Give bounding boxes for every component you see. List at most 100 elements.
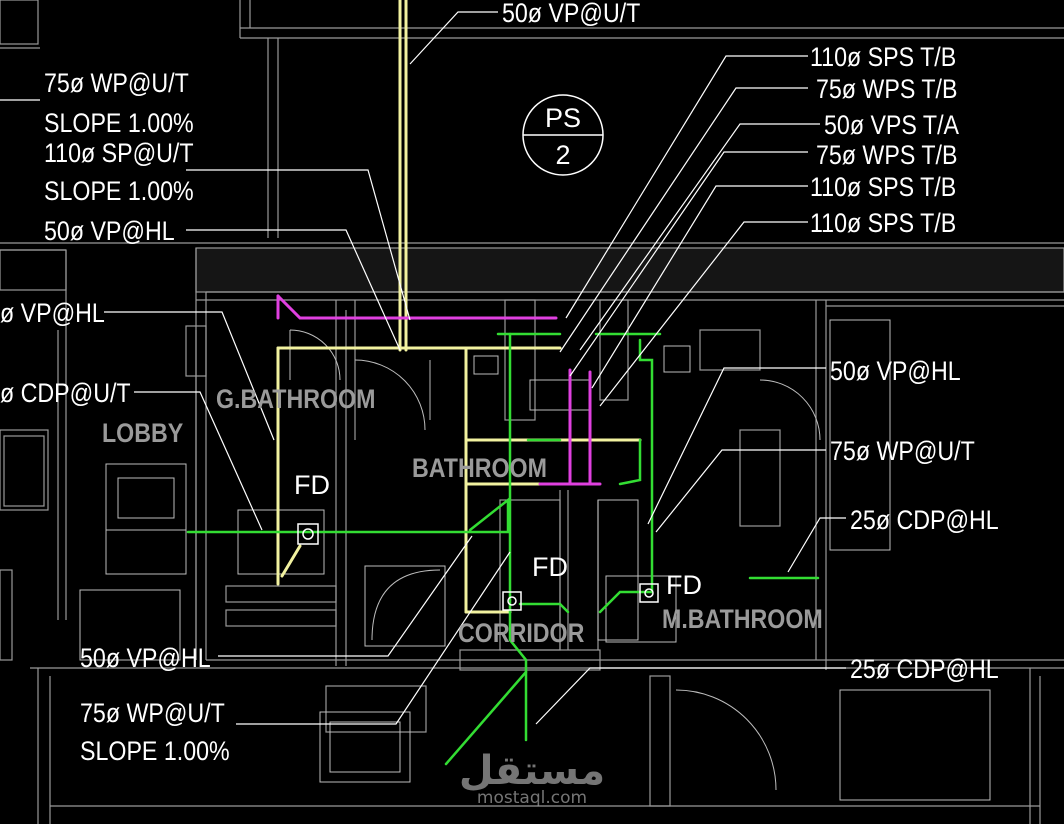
leader <box>134 391 263 531</box>
wall-block <box>225 609 337 627</box>
wall-block <box>599 299 629 401</box>
leader <box>647 367 826 525</box>
wall-block <box>739 429 781 527</box>
wc-fixture <box>473 355 499 375</box>
room-label-m-bathroom: M.BATHROOM <box>662 604 823 634</box>
wall-block <box>504 299 536 421</box>
floor-drain-symbols <box>297 523 659 611</box>
callout-wp-ut-left: 75ø WP@U/T <box>44 68 189 98</box>
lobby-cabinet-inner <box>117 477 175 519</box>
drain-pipes <box>186 332 820 766</box>
callout-cdp-hl-bottom: 25ø CDP@HL <box>850 654 999 684</box>
drain-run <box>638 338 654 594</box>
shaft-label-top: PS <box>545 103 581 133</box>
door-swing <box>759 379 821 441</box>
leader <box>559 87 808 353</box>
room-labels: G.BATHROOM LOBBY BATHROOM CORRIDOR M.BAT… <box>102 384 823 648</box>
basin <box>529 379 591 411</box>
wall-block-left <box>0 569 13 661</box>
watermark-arabic: مستقل <box>459 748 605 794</box>
wall-block <box>325 685 427 733</box>
callout-sp-ut-left: 110ø SP@U/T <box>44 138 194 168</box>
tub-curve <box>371 569 441 641</box>
lobby-cabinet <box>105 463 187 575</box>
soil-run <box>276 294 558 320</box>
callout-wp-ut-right: 75ø WP@U/T <box>830 436 975 466</box>
leader <box>218 535 473 657</box>
floor-drain-symbol-center <box>302 528 314 540</box>
leader <box>655 449 826 533</box>
leader <box>565 55 808 319</box>
floor-drain-symbol <box>297 523 319 545</box>
room-label-lobby: LOBBY <box>102 418 183 448</box>
shower-tray <box>605 575 677 643</box>
leader <box>787 517 846 573</box>
soil-run <box>568 368 602 486</box>
room-label-bathroom: BATHROOM <box>412 453 547 483</box>
callout-sps-2: 110ø SPS T/B <box>810 172 956 202</box>
callout-vp-hl-bottom: 50ø VP@HL <box>80 643 211 673</box>
shower-enclosure <box>597 499 639 641</box>
leader <box>186 169 411 321</box>
floor-drain-symbol-center <box>644 588 654 598</box>
chair <box>319 711 411 783</box>
tub <box>364 565 446 647</box>
callout-vps: 50ø VPS T/A <box>824 110 959 140</box>
callouts: 50ø VP@U/T 75ø WP@U/T SLOPE 1.00% 110ø S… <box>0 0 999 766</box>
wall-hatch-band <box>195 247 1064 293</box>
fixtures <box>79 319 991 801</box>
leader <box>535 667 846 725</box>
callout-wp-ut-bottom: 75ø WP@U/T <box>80 698 225 728</box>
wc-fixture <box>663 345 691 373</box>
drain-run <box>508 598 528 742</box>
wall-block <box>459 649 601 671</box>
shower-tray <box>237 509 325 575</box>
leader <box>104 311 275 441</box>
wall-block <box>185 325 207 377</box>
callout-vp-ut-top: 50ø VP@U/T <box>502 0 640 28</box>
wall-block <box>225 585 337 603</box>
wardrobe <box>829 319 891 551</box>
callout-cdp-ut-edge: ø CDP@U/T <box>0 378 131 408</box>
callout-cdp-hl-right: 25ø CDP@HL <box>850 505 999 535</box>
floor-drain-label-1: FD <box>294 470 330 500</box>
chair-inner <box>329 721 401 773</box>
drain-run <box>598 590 654 614</box>
floor-drain-symbol-center <box>507 596 517 606</box>
wall-block-left <box>0 429 49 511</box>
callout-vp-hl-edge: ø VP@HL <box>0 298 105 328</box>
callout-wps-2: 75ø WPS T/B <box>816 140 957 170</box>
drain-run <box>186 497 510 534</box>
watermark-latin: mostaql.com <box>477 788 587 808</box>
soil-pipes <box>276 294 602 486</box>
drain-run <box>444 670 528 766</box>
floor-drain-symbol <box>502 591 522 611</box>
floor-drain-label-3: FD <box>666 570 702 600</box>
callout-vp-hl-right: 50ø VP@HL <box>830 356 961 386</box>
watermark: مستقل mostaql.com <box>459 748 605 808</box>
wall-block-left <box>0 249 67 291</box>
wall-block-top-left <box>0 0 39 45</box>
wall-block <box>699 329 761 371</box>
callout-sps-1: 110ø SPS T/B <box>810 42 956 72</box>
drain-run <box>518 602 570 614</box>
room-label-corridor: CORRIDOR <box>458 618 584 648</box>
wall-block <box>649 675 671 807</box>
room-label-g-bathroom: G.BATHROOM <box>216 384 375 414</box>
leader <box>236 551 511 725</box>
leader <box>591 185 808 389</box>
drain-run <box>618 438 642 486</box>
vent-run <box>280 544 302 578</box>
leader <box>186 229 401 351</box>
floor-drain-labels: FD FD FD <box>294 470 702 600</box>
wall-block-left <box>3 435 45 507</box>
floor-drain-symbol <box>639 583 659 603</box>
leader <box>579 123 820 351</box>
vent-pipes <box>276 0 642 614</box>
callout-slope-bottom: SLOPE 1.00% <box>80 736 230 766</box>
door-swing <box>354 359 426 431</box>
pipe-shaft-symbol: PS 2 <box>522 94 604 176</box>
leader <box>409 11 498 65</box>
